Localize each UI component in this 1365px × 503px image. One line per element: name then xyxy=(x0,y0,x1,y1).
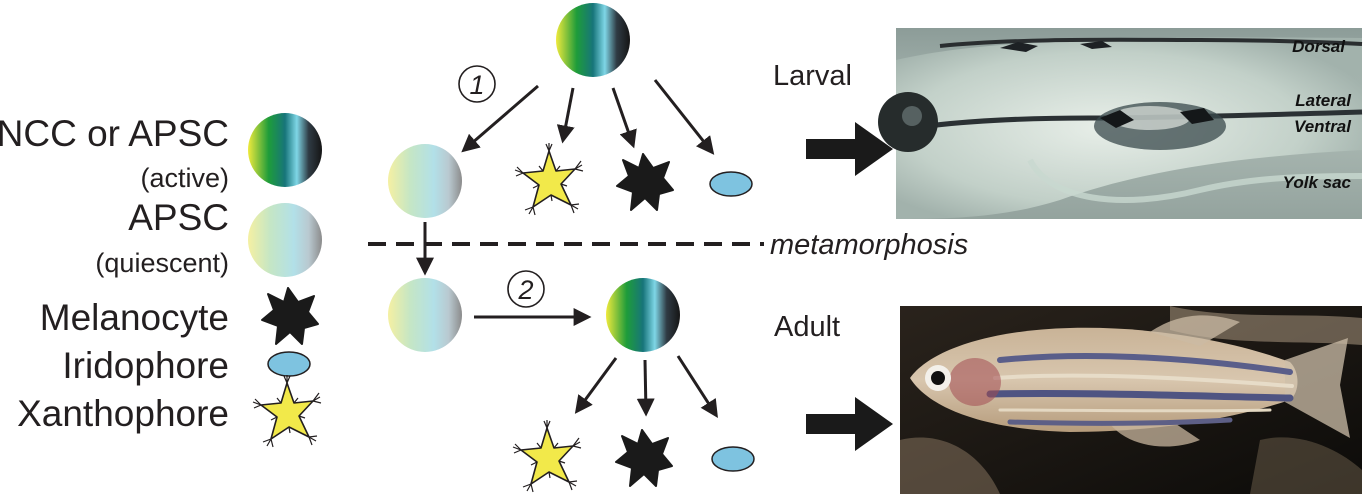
arrow-adult-xanthophore xyxy=(574,357,618,414)
larval-fish-photo: Dorsal Lateral Ventral Yolk sac xyxy=(878,28,1363,219)
arrow-adult-iridophore xyxy=(676,355,718,419)
step-2-number: 2 xyxy=(517,275,533,305)
arrow-to-iridophore xyxy=(653,79,715,155)
arrow-to-melanocyte xyxy=(611,87,637,149)
adult-iridophore xyxy=(711,446,755,472)
adult-xanthophore xyxy=(512,419,582,493)
lateral-label: Lateral xyxy=(1295,91,1352,110)
larval-eye-highlight xyxy=(902,106,922,126)
dorsal-label: Dorsal xyxy=(1292,37,1346,56)
background-fish-right xyxy=(1250,437,1362,494)
lateral-melanophore-stripe xyxy=(899,109,1363,133)
adult-big-arrow xyxy=(806,397,893,451)
larval-big-arrow xyxy=(806,122,893,176)
larval-melanocyte xyxy=(616,153,674,211)
larval-label: Larval xyxy=(773,60,852,92)
adult-lineage: 2 Adult xyxy=(388,222,893,493)
legend-melanocyte-label: Melanocyte xyxy=(40,297,229,338)
active-progenitor-icon xyxy=(248,113,322,187)
adult-fish-tail xyxy=(1285,338,1350,438)
adult-fish-dorsal-fin xyxy=(1150,315,1240,346)
arrow-adult-melanocyte xyxy=(636,359,655,417)
legend-xanthophore-label: Xanthophore xyxy=(17,393,229,434)
larval-iridophore xyxy=(709,171,753,197)
adult-active-progenitor xyxy=(606,278,680,352)
ventral-pigment-spots xyxy=(1100,108,1214,128)
legend-ncc-sublabel: (active) xyxy=(140,163,229,193)
yolk-sac-outline xyxy=(1027,158,1363,203)
adult-fish-anal-fin xyxy=(1110,420,1200,447)
melanocyte-icon xyxy=(261,287,319,345)
step-1-number: 1 xyxy=(469,70,484,100)
quiescent-progenitor-icon xyxy=(248,203,322,277)
step-2-marker xyxy=(507,270,545,308)
adult-melanocyte xyxy=(615,429,673,487)
dorsal-melanophore-stripe xyxy=(939,37,1363,48)
adult-fish-photo xyxy=(900,306,1362,494)
dorsal-pigment-spots xyxy=(1000,41,1112,52)
larval-active-progenitor xyxy=(556,3,630,77)
background-fish-bottom xyxy=(900,437,1000,494)
metamorphosis-label: metamorphosis xyxy=(770,229,968,261)
iridophore-icon xyxy=(267,351,311,377)
legend-iridophore-label: Iridophore xyxy=(62,345,229,386)
adult-stripe-pattern xyxy=(986,353,1294,426)
arrow-to-apsc xyxy=(461,84,539,153)
adult-fish-pupil xyxy=(931,371,945,385)
step-1-marker xyxy=(458,65,496,103)
yolk-sac-label: Yolk sac xyxy=(1283,173,1352,192)
xanthophore-icon xyxy=(252,374,322,448)
metamorphosis-divider: metamorphosis xyxy=(368,229,968,261)
adult-quiescent-apsc xyxy=(388,278,462,352)
swim-bladder-highlight xyxy=(1110,106,1190,130)
background-fish-top xyxy=(1170,306,1362,345)
arrow-to-xanthophore xyxy=(556,87,575,144)
legend-apsc-label: APSC xyxy=(128,197,229,238)
larval-quiescent-apsc xyxy=(388,144,462,218)
adult-label: Adult xyxy=(774,311,840,343)
legend: NCC or APSC (active) APSC (quiescent) Me… xyxy=(0,113,322,448)
adult-fish-body xyxy=(910,327,1298,432)
adult-fish-gill xyxy=(949,358,1001,406)
ventral-label: Ventral xyxy=(1294,117,1352,136)
legend-ncc-label: NCC or APSC xyxy=(0,113,229,154)
legend-apsc-sublabel: (quiescent) xyxy=(95,248,229,278)
larval-lineage: 1 Larval xyxy=(388,3,893,218)
larval-xanthophore xyxy=(514,142,584,216)
